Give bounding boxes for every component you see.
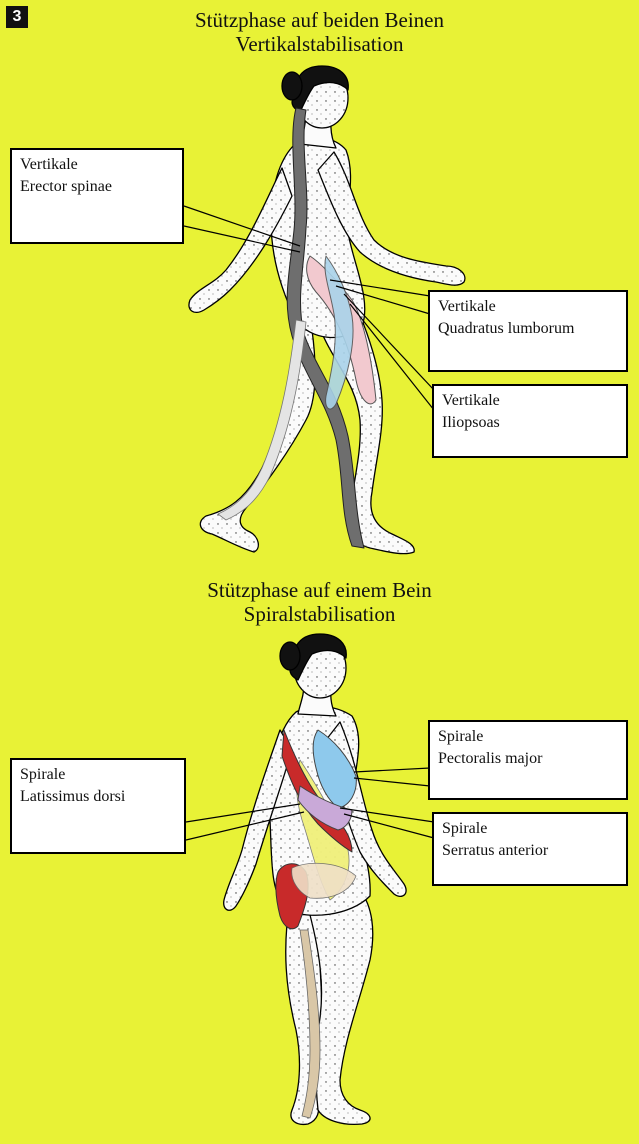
label-iliopsoas-line2: Iliopsoas (442, 412, 618, 434)
label-quadratus-lumborum: Vertikale Quadratus lumborum (428, 290, 628, 372)
label-erector-spinae-line2: Erector spinae (20, 176, 174, 198)
figure2-hair-bun (280, 642, 300, 670)
label-latissimus-dorsi-line1: Spirale (20, 764, 176, 786)
label-pectoralis-major-line2: Pectoralis major (438, 748, 618, 770)
figure-walking-vertical (189, 66, 465, 554)
figure-standing-spiral (224, 634, 406, 1124)
label-iliopsoas-line1: Vertikale (442, 390, 618, 412)
label-erector-spinae: Vertikale Erector spinae (10, 148, 184, 244)
figure1-hair-bun (282, 72, 302, 100)
label-quadratus-lumborum-line1: Vertikale (438, 296, 618, 318)
label-latissimus-dorsi-line2: Latissimus dorsi (20, 786, 176, 808)
label-quadratus-lumborum-line2: Quadratus lumborum (438, 318, 618, 340)
label-erector-spinae-line1: Vertikale (20, 154, 174, 176)
label-latissimus-dorsi: Spirale Latissimus dorsi (10, 758, 186, 854)
label-pectoralis-major-line1: Spirale (438, 726, 618, 748)
label-serratus-anterior: Spirale Serratus anterior (432, 812, 628, 886)
label-iliopsoas: Vertikale Iliopsoas (432, 384, 628, 458)
label-serratus-anterior-line1: Spirale (442, 818, 618, 840)
label-serratus-anterior-line2: Serratus anterior (442, 840, 618, 862)
label-pectoralis-major: Spirale Pectoralis major (428, 720, 628, 800)
